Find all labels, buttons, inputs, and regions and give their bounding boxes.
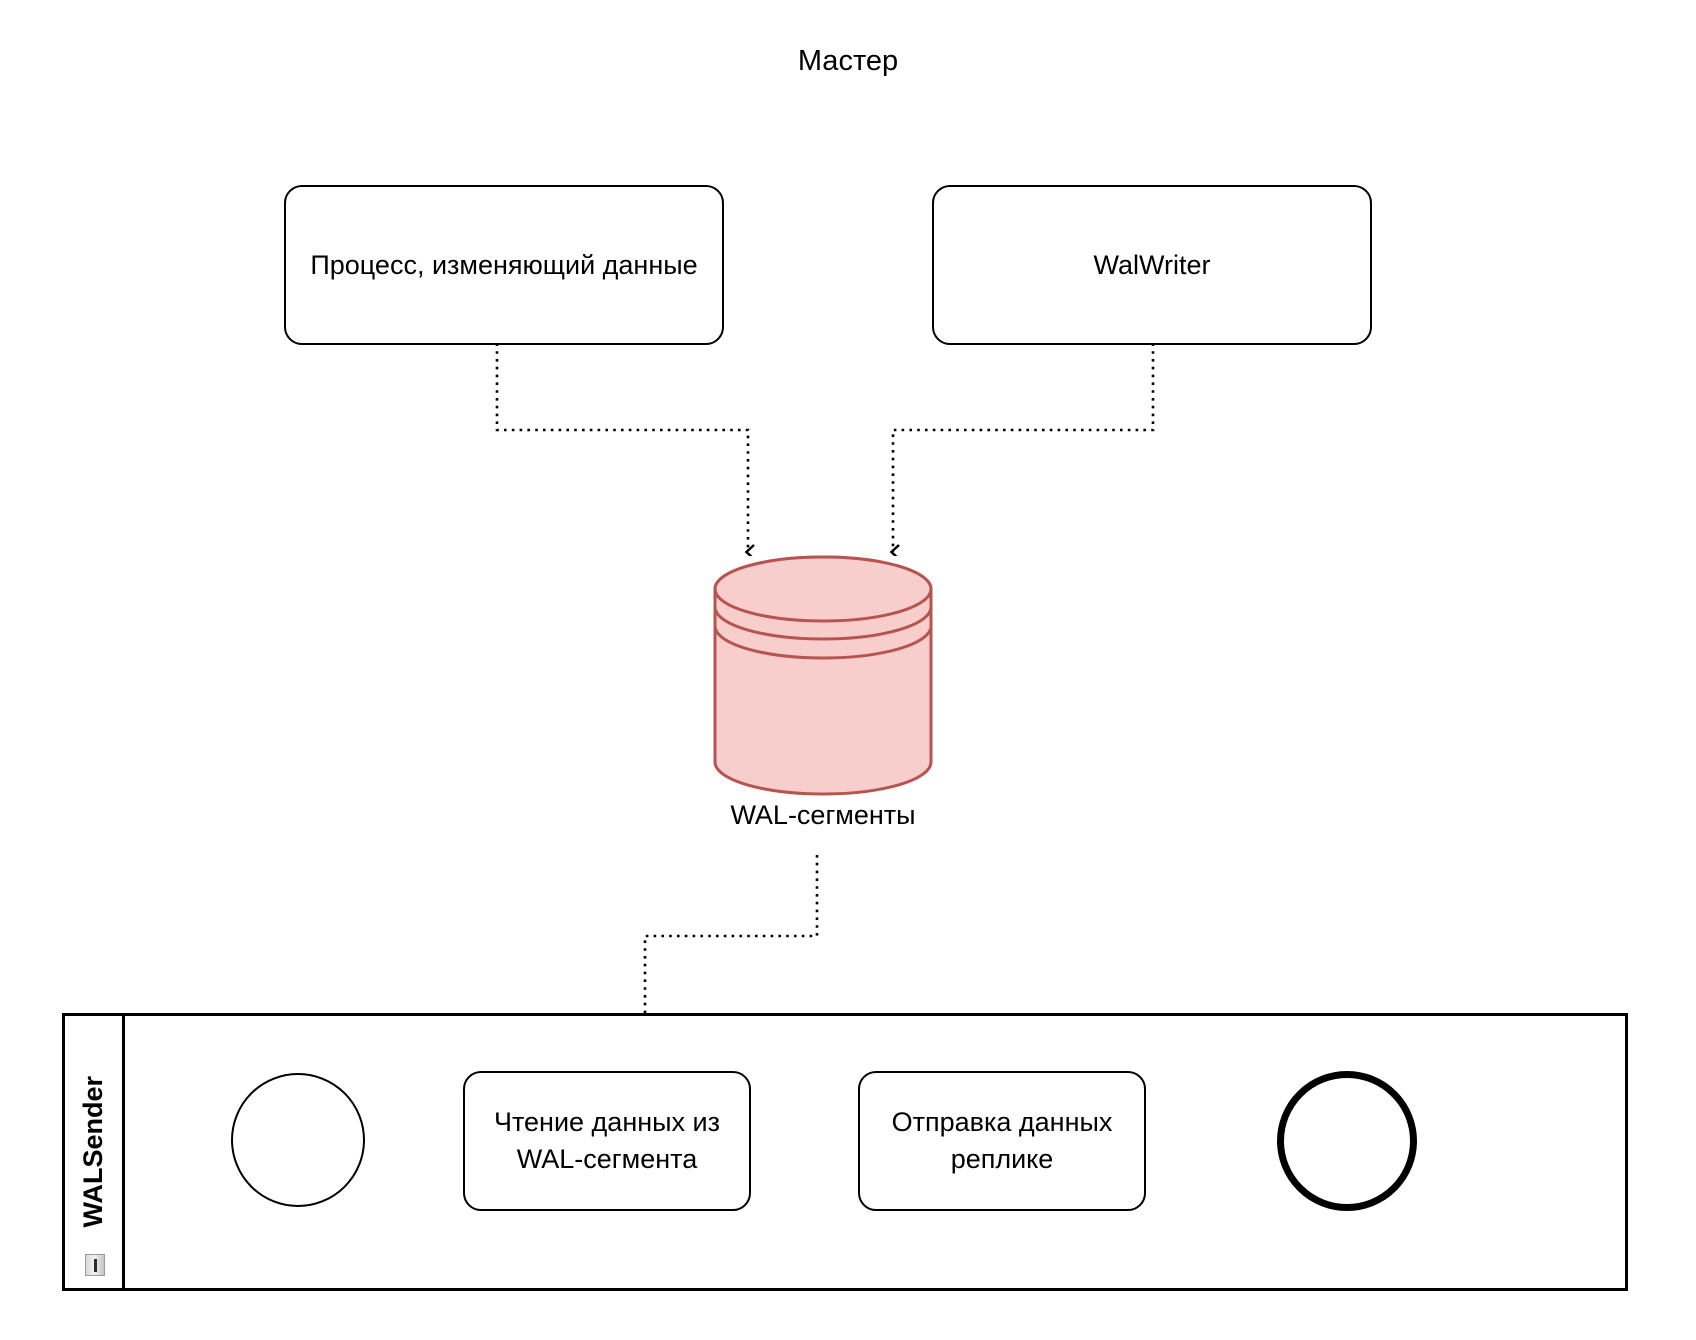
datastore-wal-segments xyxy=(713,555,933,796)
node-writer-process[interactable]: Процесс, изменяющий данные xyxy=(284,185,724,345)
task-read-wal-label: Чтение данных из WAL-сегмента xyxy=(493,1107,721,1174)
task-send-replica[interactable]: Отправка данных реплике xyxy=(858,1071,1146,1211)
node-writer-process-label: Процесс, изменяющий данные xyxy=(310,250,698,280)
datastore-label: WAL-сегменты xyxy=(730,800,916,830)
node-walwriter[interactable]: WalWriter xyxy=(932,185,1372,345)
connector-writer-to-wal xyxy=(495,320,748,552)
page-title: Мастер xyxy=(797,45,899,77)
pool-walsender: WALSender Чтение данных из WAL-сегмента … xyxy=(62,1013,1628,1291)
start-event[interactable] xyxy=(231,1073,365,1207)
task-send-replica-label: Отправка данных реплике xyxy=(891,1107,1113,1174)
collapse-marker-icon[interactable] xyxy=(85,1254,105,1276)
node-walwriter-label: WalWriter xyxy=(1093,250,1211,280)
pool-header-walsender: WALSender xyxy=(65,1016,125,1288)
pool-name-label: WALSender xyxy=(78,1076,108,1228)
connector-walwriter-to-wal xyxy=(893,320,1155,552)
end-event[interactable] xyxy=(1277,1071,1417,1211)
task-read-wal[interactable]: Чтение данных из WAL-сегмента xyxy=(463,1071,751,1211)
